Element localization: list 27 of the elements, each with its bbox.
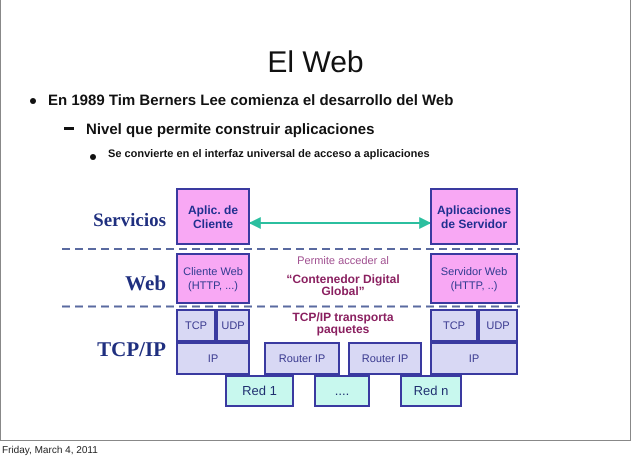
layer-box: IP — [176, 342, 250, 375]
layer-box: Red n — [400, 375, 462, 407]
caption-text: TCP/IP transporta paquetes — [291, 311, 395, 335]
double-arrow — [248, 217, 432, 229]
layer-box: Red 1 — [225, 375, 294, 407]
layer-box: Router IP — [348, 342, 422, 375]
bullet-text: Se convierte en el interfaz universal de acceso a aplicaciones — [108, 147, 431, 162]
bullet-text: Nivel que permite construir aplicaciones — [86, 120, 376, 140]
layer-box: Servidor Web (HTTP, ..) — [430, 253, 518, 304]
layer-label: Servicios — [92, 209, 166, 233]
layer-box: Router IP — [264, 342, 340, 375]
layer-box: UDP — [216, 309, 250, 342]
layer-label: Web — [124, 270, 166, 297]
layer-box: TCP — [430, 309, 478, 342]
layer-box: UDP — [478, 309, 518, 342]
caption-text: Permite acceder al — [296, 254, 390, 269]
layer-box: Aplicaciones de Servidor — [430, 188, 518, 245]
layer-label: TCP/IP — [96, 336, 166, 363]
footer-date: Friday, March 4, 2011 — [2, 444, 99, 458]
layer-box: IP — [430, 342, 518, 375]
layer-box: Cliente Web (HTTP, ...) — [176, 253, 250, 304]
layer-box: Aplic. de Cliente — [176, 188, 250, 245]
layer-box: TCP — [176, 309, 216, 342]
slide-title: El Web — [266, 45, 365, 81]
caption-text: “Contenedor Digital Global” — [285, 273, 401, 297]
layer-box: .... — [314, 375, 370, 407]
bullet-text: En 1989 Tim Berners Lee comienza el desarrollo del Web — [48, 91, 454, 111]
